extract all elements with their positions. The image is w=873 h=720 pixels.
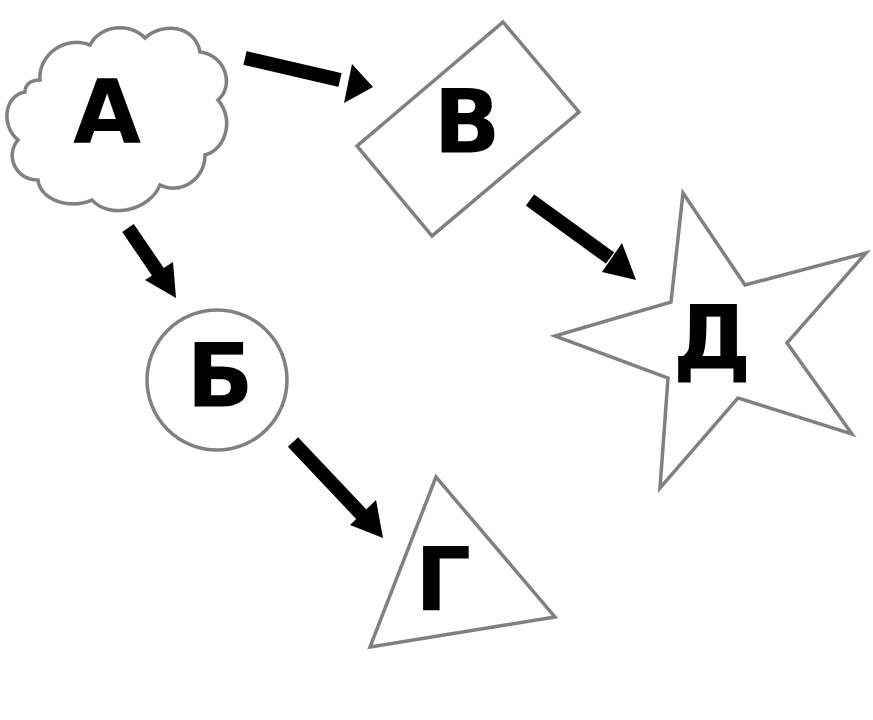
node-d: Д [549,188,872,494]
node-a: А [5,26,229,213]
node-b: Б [145,308,289,452]
node-g: Г [367,473,559,650]
node-a-label: А [73,61,141,164]
arrow-shaft [243,51,342,87]
arrow-head [344,64,373,103]
arrow-shaft [287,437,368,520]
arrow-shaft [525,194,615,264]
arrow-a-to-v [243,51,373,103]
star-shape [549,188,872,494]
node-d-label: Д [673,287,751,390]
arrow-shaft [122,224,164,276]
node-v: В [354,19,582,239]
rectangle-shape [354,19,582,239]
circle-shape [145,308,289,452]
node-v-label: В [433,71,500,174]
arrow-a-to-b [122,224,176,298]
node-b-label: Б [186,325,253,428]
cloud-shape [5,26,229,213]
triangle-shape [367,473,559,650]
node-g-label: Г [415,529,471,632]
arrow-v-to-d [525,194,636,280]
arrow-head [350,500,383,538]
arrow-head [602,243,636,280]
arrow-head [145,262,176,298]
arrow-b-to-g [287,437,383,538]
